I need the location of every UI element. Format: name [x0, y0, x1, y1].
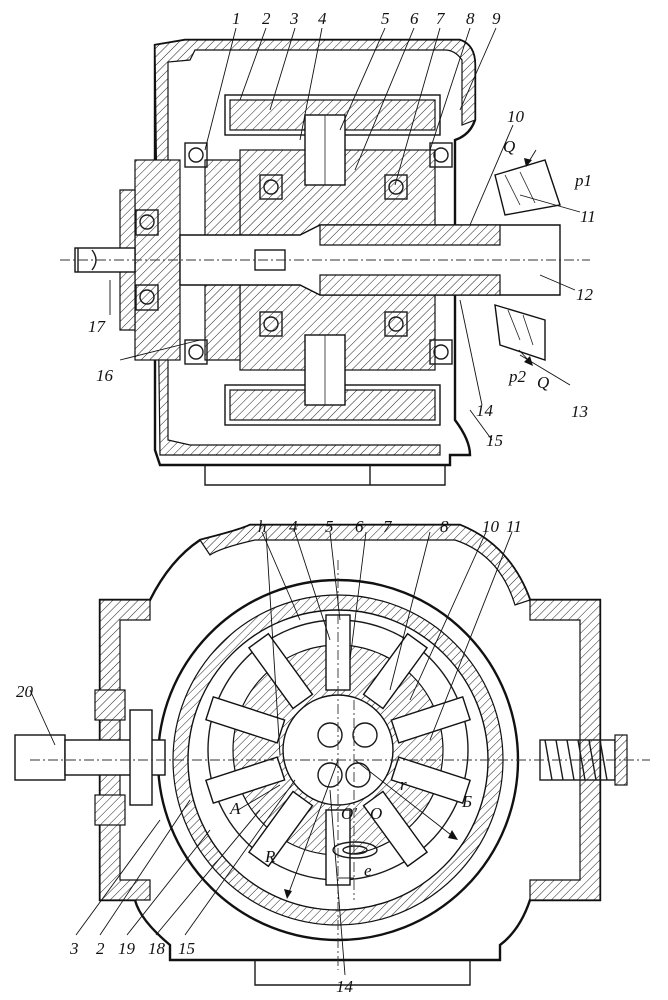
- callout-16: 16: [96, 366, 113, 385]
- callout-4: 4: [318, 9, 327, 28]
- callout-6: 6: [410, 9, 419, 28]
- leader-lines-bottom: [29, 531, 513, 976]
- callout-3: 3: [290, 9, 299, 28]
- center-o-label: O: [370, 804, 383, 823]
- callout-3b: 3: [70, 939, 79, 958]
- region-b-label: Б: [462, 792, 473, 811]
- radius-r-label: r: [400, 775, 407, 794]
- callout-17: 17: [88, 317, 105, 336]
- cross-section: [14, 523, 650, 986]
- pressure-p2-label: p2: [509, 367, 526, 386]
- callout-20: 20: [16, 682, 33, 701]
- bearing-left: [135, 209, 159, 311]
- flow-q-inlet-label: Q: [503, 137, 516, 156]
- callout-14b: 14: [336, 977, 353, 996]
- callout-12: 12: [576, 285, 593, 304]
- radius-big-r-label: R: [265, 847, 276, 866]
- callout-11b: 11: [506, 517, 522, 536]
- callout-4b: 4: [289, 517, 298, 536]
- pressure-p1-label: p1: [575, 171, 592, 190]
- eccentricity-e-label: e: [364, 861, 372, 880]
- region-a-label: A: [230, 799, 241, 818]
- callout-18: 18: [148, 939, 165, 958]
- callout-8: 8: [466, 9, 475, 28]
- callout-14: 14: [476, 401, 493, 420]
- longitudinal-section: [60, 38, 590, 486]
- callout-8b: 8: [440, 517, 449, 536]
- callout-15: 15: [486, 431, 503, 450]
- callout-19: 19: [118, 939, 135, 958]
- callout-10: 10: [507, 107, 524, 126]
- callout-15b: 15: [178, 939, 195, 958]
- callout-10b: 10: [482, 517, 499, 536]
- callout-1: 1: [232, 9, 241, 28]
- callout-7: 7: [436, 9, 445, 28]
- callout-5: 5: [381, 9, 390, 28]
- callout-13: 13: [571, 402, 588, 421]
- callout-7b: 7: [383, 517, 392, 536]
- center-o-prime-label: O': [341, 804, 357, 823]
- callout-6b: 6: [355, 517, 364, 536]
- leader-lines-top: [109, 27, 581, 441]
- flow-q-outlet-label: Q: [537, 373, 550, 392]
- callout-11: 11: [580, 207, 596, 226]
- radial-pistons: [205, 614, 471, 886]
- dimension-h-label: h: [258, 517, 267, 536]
- callout-5b: 5: [325, 517, 334, 536]
- callout-9: 9: [492, 9, 501, 28]
- callout-2: 2: [262, 9, 271, 28]
- callout-2b: 2: [96, 939, 105, 958]
